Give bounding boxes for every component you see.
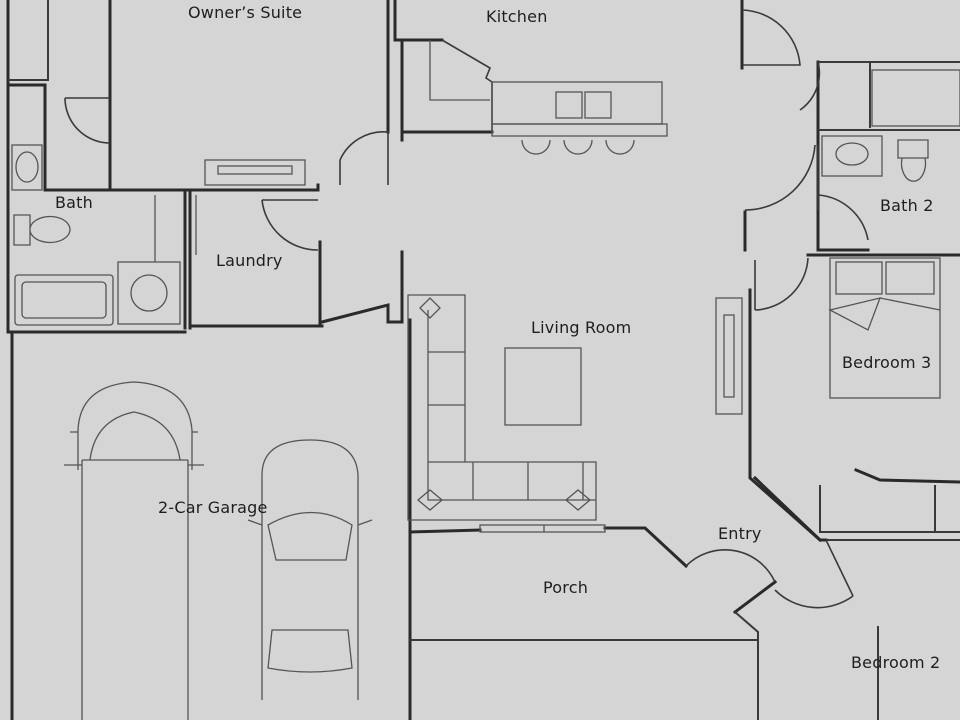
- wall-suite-bottom: [108, 183, 320, 192]
- sofa-pillow-1: [419, 297, 441, 319]
- kitchen-sink-right: [584, 91, 612, 119]
- garage-car-1-body: [81, 459, 189, 720]
- wall-bedroom3-bottom: [854, 468, 960, 484]
- bar-stool-3: [605, 139, 635, 155]
- fixtures: [11, 40, 960, 720]
- bath-shower-drain: [130, 274, 168, 312]
- kitchen-island-overhang: [491, 123, 668, 137]
- sofa-inner: [427, 310, 596, 501]
- kitchen-sink-left: [555, 91, 583, 119]
- bath-vanity: [11, 144, 43, 191]
- wall-bath2-top: [816, 60, 870, 252]
- sofa-sectional: [407, 294, 597, 521]
- living-window-sill: [479, 524, 606, 533]
- bath2-sink: [835, 142, 869, 166]
- kitchen-counter: [429, 40, 490, 101]
- suite-dresser: [204, 159, 306, 186]
- door-right-top: [741, 9, 801, 66]
- garage-car-2-mirrors: [247, 519, 373, 526]
- bar-stool-1: [521, 139, 551, 155]
- sofa-pillow-3: [564, 489, 592, 511]
- wall-kitchen-left: [393, 0, 444, 42]
- wall-porch-top: [408, 528, 482, 534]
- bath-sink: [15, 151, 39, 183]
- garage-car-1-hood: [77, 381, 193, 470]
- sofa-cushion-lines: [428, 351, 584, 500]
- wall-right-wing-lower: [748, 288, 823, 543]
- garage-car-2-rear: [267, 629, 353, 673]
- garage-car-1-window: [89, 411, 181, 461]
- wall-porch-edge: [734, 611, 759, 720]
- wall-garage-door-line: [320, 303, 404, 324]
- door-bath2: [744, 144, 819, 211]
- room-label-owners-suite: Owner’s Suite: [188, 3, 303, 22]
- tv: [723, 314, 735, 398]
- garage-car-2-windshield: [267, 511, 353, 561]
- wall-porch-top-right: [603, 526, 689, 569]
- bar-stool-2: [563, 139, 593, 155]
- room-label-living-room: Living Room: [531, 318, 632, 337]
- room-label-bath: Bath: [55, 193, 93, 212]
- sofa-pillow-2: [416, 489, 444, 511]
- room-label-porch: Porch: [543, 578, 589, 597]
- doors: [64, 9, 869, 609]
- garage-car-2-body: [261, 439, 359, 700]
- bedroom3-bed: [829, 257, 941, 399]
- room-label-laundry: Laundry: [216, 251, 283, 270]
- wall-bath-top: [6, 83, 112, 192]
- wall-suite-closet: [8, 0, 49, 81]
- room-label-garage: 2-Car Garage: [158, 498, 268, 517]
- bath-tub: [14, 274, 114, 326]
- bath2-vanity: [821, 135, 883, 177]
- door-laundry: [261, 199, 319, 251]
- door-bedroom2: [774, 539, 854, 609]
- wall-bedroom2-closet: [819, 485, 960, 533]
- wall-entry-diagonal: [752, 475, 828, 542]
- bath-shower: [117, 261, 181, 325]
- walls: [6, 0, 960, 720]
- tv-console: [715, 297, 743, 415]
- room-label-bedroom-3: Bedroom 3: [842, 353, 932, 372]
- door-entry: [685, 549, 776, 583]
- bath-toilet: [13, 214, 71, 246]
- room-label-bath-2: Bath 2: [880, 196, 934, 215]
- door-bath2-inner: [817, 194, 869, 241]
- bath2-tub: [871, 69, 960, 127]
- room-label-kitchen: Kitchen: [486, 7, 548, 26]
- bedroom3-blanket: [828, 297, 941, 331]
- bedroom3-pillow-left: [835, 261, 883, 295]
- door-suite-hall: [339, 131, 389, 185]
- door-pantry: [441, 39, 493, 132]
- door-suite-bath: [64, 97, 111, 144]
- coffee-table: [504, 347, 582, 426]
- door-closet-right: [799, 61, 821, 111]
- bath-tub-inner: [21, 281, 107, 319]
- wall-entry-right: [732, 579, 778, 615]
- suite-dresser-top: [217, 165, 293, 175]
- bedroom3-pillow-right: [885, 261, 935, 295]
- door-bedroom3: [754, 257, 809, 311]
- room-label-bedroom-2: Bedroom 2: [851, 653, 941, 672]
- room-label-entry: Entry: [718, 524, 762, 543]
- garage-car-1-mirrors: [64, 431, 204, 466]
- bath2-toilet: [897, 139, 929, 182]
